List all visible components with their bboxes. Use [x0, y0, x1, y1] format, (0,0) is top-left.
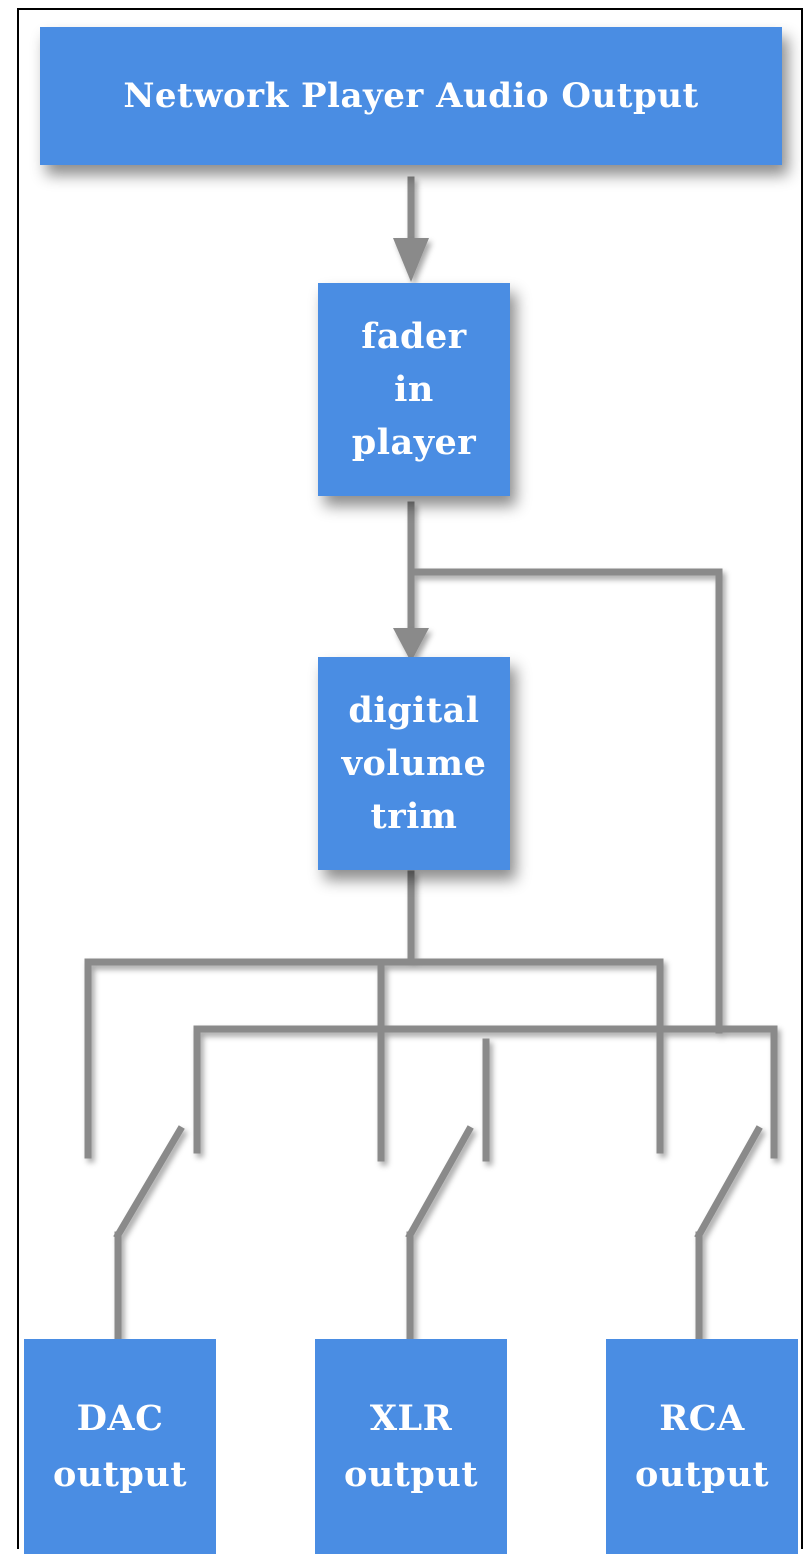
fader-in-player-box: fader in player [318, 283, 510, 496]
dac-label-line: DAC [76, 1397, 164, 1439]
bus-trimmed [84, 958, 664, 1159]
switch-xlr [405, 1125, 474, 1240]
trim-label-line: digital [348, 690, 480, 731]
wire-fader-bypass [407, 568, 723, 1034]
switch-dac [113, 1125, 185, 1240]
digital-volume-trim-box: digital volume trim [318, 657, 510, 870]
switch-rca [694, 1125, 763, 1240]
rca-label-line: output [634, 1453, 770, 1495]
rca-label-line: RCA [659, 1397, 745, 1439]
dac-output-box: DAC output [24, 1339, 216, 1554]
dac-label-line: output [52, 1453, 188, 1495]
trim-label-line: trim [370, 796, 458, 837]
source-label: Network Player Audio Output [123, 76, 699, 116]
fader-label-line: player [351, 422, 477, 463]
fader-label-line: in [394, 369, 434, 410]
arrow-to-fader [393, 238, 429, 282]
arrow-to-trim [393, 628, 429, 662]
rca-output-box: RCA output [606, 1339, 798, 1554]
xlr-label-line: XLR [369, 1397, 453, 1439]
bus-untrimmed [193, 1025, 778, 1159]
fader-label-line: fader [361, 316, 467, 357]
trim-label-line: volume [341, 743, 487, 784]
network-player-audio-output-box: Network Player Audio Output [40, 27, 782, 165]
xlr-label-line: output [343, 1453, 479, 1495]
xlr-output-box: XLR output [315, 1339, 507, 1554]
